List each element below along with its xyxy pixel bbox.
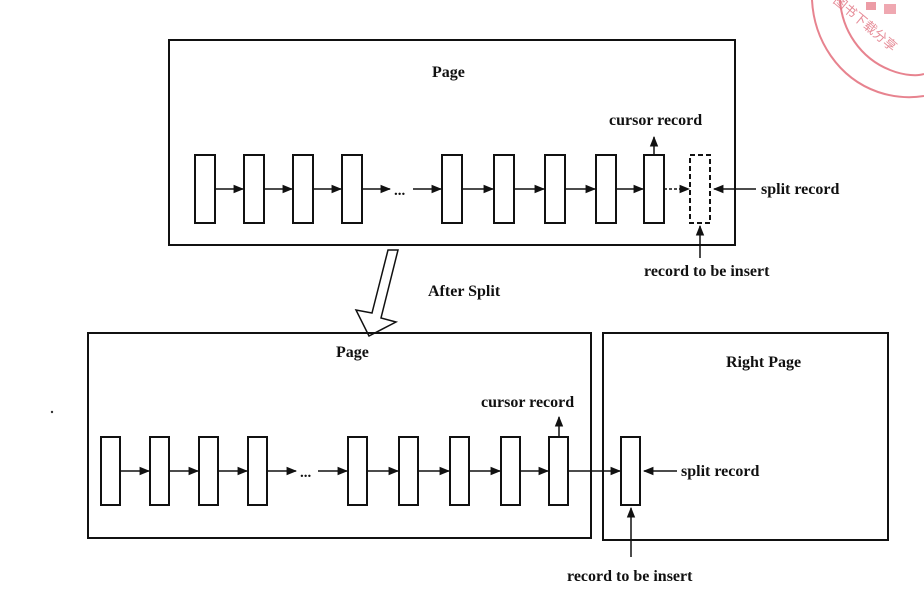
stamp-mark [884, 4, 896, 14]
record-box [544, 154, 566, 224]
record-box [347, 436, 368, 506]
record-box [493, 154, 515, 224]
record-box [500, 436, 521, 506]
bottom-page-panel: Page ... cursor record [87, 332, 592, 539]
record-box [194, 154, 216, 224]
after-split-label: After Split [428, 283, 501, 300]
right-page-title: Right Page [726, 354, 801, 371]
stamp-mark [866, 2, 876, 10]
record-box [292, 154, 314, 224]
insert-record-box-dashed [689, 154, 711, 224]
bottom-insert-label: record to be insert [567, 568, 693, 585]
bottom-page-frame [87, 332, 592, 539]
after-split-arrow [354, 249, 399, 338]
bottom-cursor-label: cursor record [481, 394, 574, 411]
cursor-record-box [548, 436, 569, 506]
top-page-panel: Page ... curso [168, 39, 736, 246]
bottom-ellipsis: ... [300, 465, 312, 481]
bottom-record-chain: ... [100, 436, 569, 506]
top-page-title: Page [432, 64, 465, 81]
top-split-label: split record [761, 181, 839, 198]
watermark-stamp: 图书下载分享 [811, 0, 924, 99]
record-box [247, 436, 268, 506]
top-ellipsis: ... [394, 183, 406, 199]
record-box [341, 154, 363, 224]
record-box [595, 154, 617, 224]
record-box [398, 436, 419, 506]
record-box [243, 154, 265, 224]
bottom-page-title: Page [336, 344, 369, 361]
top-insert-label: record to be insert [644, 263, 770, 280]
right-page-frame [602, 332, 889, 541]
top-page-frame [168, 39, 736, 246]
cursor-record-box [643, 154, 665, 224]
scan-speck [50, 410, 54, 414]
right-page-panel: Right Page split record [602, 332, 889, 541]
top-cursor-label: cursor record [609, 112, 702, 129]
record-box [441, 154, 463, 224]
record-box [149, 436, 170, 506]
right-split-label: split record [681, 463, 759, 480]
record-box [198, 436, 219, 506]
top-record-chain: ... [194, 154, 711, 224]
split-record-box [620, 436, 641, 506]
record-box [449, 436, 470, 506]
record-box [100, 436, 121, 506]
